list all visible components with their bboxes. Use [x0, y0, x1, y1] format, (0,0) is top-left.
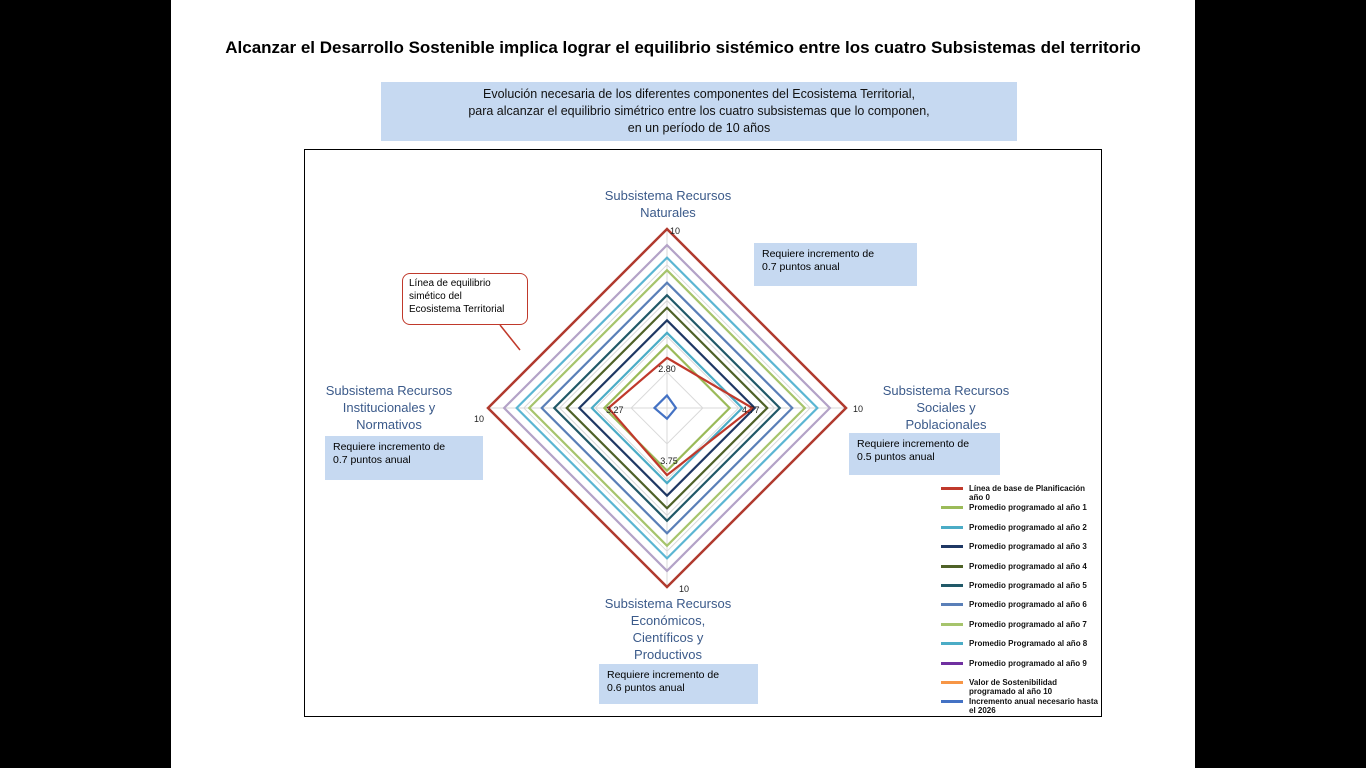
legend-swatch [941, 545, 963, 549]
legend-label: Promedio programado al año 1 [969, 503, 1087, 513]
legend-item: Promedio programado al año 3 [941, 542, 1101, 561]
series-polygon [590, 331, 744, 485]
axis-tick-label: 10 [853, 404, 863, 414]
axis-tick-label: 3.27 [606, 405, 624, 415]
legend-swatch [941, 642, 963, 646]
legend-swatch [941, 622, 963, 626]
series-polygon [540, 281, 794, 535]
equilibrium-callout: Línea de equilibrio simético del Ecosist… [402, 273, 528, 325]
legend-item: Incremento anual necesario hasta el 2026 [941, 697, 1101, 716]
legend-swatch [941, 680, 963, 684]
legend-label: Línea de base de Planificación año 0 [969, 484, 1086, 502]
legend-item: Valor de Sostenibilidad programado al añ… [941, 678, 1101, 697]
legend-label: Promedio Programado al año 8 [969, 639, 1088, 649]
axis-title-economicos: Subsistema Recursos Económicos, Científi… [604, 596, 732, 662]
legend-item: Promedio programado al año 1 [941, 503, 1101, 522]
legend-swatch [941, 525, 963, 529]
legend-swatch [941, 700, 963, 704]
legend-item: Promedio programado al año 6 [941, 600, 1101, 619]
legend-item: Promedio programado al año 9 [941, 659, 1101, 678]
series-polygon [527, 268, 807, 548]
legend-swatch [941, 583, 963, 587]
note-economicos: Requiere incremento de 0.6 puntos anual [599, 664, 758, 704]
axis-title-sociales: Subsistema Recursos Sociales y Poblacion… [882, 383, 1010, 432]
legend-swatch [941, 506, 963, 510]
legend-swatch [941, 564, 963, 568]
callout-pointer [499, 324, 521, 351]
legend-label: Valor de Sostenibilidad programado al añ… [969, 677, 1058, 696]
legend-item: Promedio Programado al año 8 [941, 639, 1101, 658]
legend-label: Promedio programado al año 3 [969, 542, 1087, 552]
series-polygon [486, 227, 848, 589]
subtitle-line: en un período de 10 años [627, 121, 771, 135]
radar-chart: 10 10 10 10 2.80 4.77 3.75 3.27 [474, 226, 863, 594]
legend-label: Promedio programado al año 7 [969, 619, 1087, 629]
legend-swatch [941, 487, 963, 490]
axis-tick-label: 10 [474, 414, 484, 424]
note-institucionales: Requiere incremento de 0.7 puntos anual [325, 436, 483, 480]
axis-tick-label: 2.80 [658, 364, 676, 374]
series-polygon [652, 393, 678, 421]
axis-tick-label: 10 [670, 226, 680, 236]
legend-item: Línea de base de Planificación año 0 [941, 484, 1101, 503]
slide-title: Alcanzar el Desarrollo Sostenible implic… [225, 38, 1141, 57]
chart-frame: 10 10 10 10 2.80 4.77 3.75 3.27 Subsistema Recu… [304, 149, 1102, 717]
legend-label: Promedio programado al año 2 [969, 522, 1087, 532]
subtitle-box: Evolución necesaria de los diferentes co… [381, 82, 1017, 141]
legend-swatch [941, 603, 963, 607]
series-polygon [565, 306, 769, 510]
series-polygon [602, 343, 732, 473]
series-polygon [515, 256, 819, 560]
series-polygon [577, 318, 757, 498]
axis-title-institucionales: Subsistema Recursos Institucionales y No… [325, 383, 453, 432]
series-polygon [552, 293, 782, 523]
series-polygon [606, 356, 755, 477]
series-polygon [502, 243, 832, 573]
axis-tick-label: 10 [679, 584, 689, 594]
legend-label: Incremento anual necesario hasta el 2026 [969, 697, 1098, 716]
legend-item: Promedio programado al año 2 [941, 523, 1101, 542]
note-sociales: Requiere incremento de 0.5 puntos anual [849, 433, 1000, 475]
slide: Alcanzar el Desarrollo Sostenible implic… [171, 0, 1195, 768]
legend-label: Promedio programado al año 5 [969, 580, 1087, 590]
legend-swatch [941, 661, 963, 665]
note-naturales: Requiere incremento de 0.7 puntos anual [754, 243, 917, 286]
axis-title-naturales: Subsistema Recursos Naturales [604, 188, 732, 220]
subtitle-line: para alcanzar el equilibrio simétrico en… [468, 104, 930, 118]
subtitle-line: Evolución necesaria de los diferentes co… [483, 87, 915, 101]
legend-item: Promedio programado al año 5 [941, 581, 1101, 600]
axis-tick-label: 3.75 [660, 456, 678, 466]
legend-label: Promedio programado al año 6 [969, 600, 1087, 610]
legend-item: Promedio programado al año 4 [941, 562, 1101, 581]
axis-tick-label: 4.77 [742, 405, 760, 415]
legend-item: Promedio programado al año 7 [941, 620, 1101, 639]
legend-label: Promedio programado al año 4 [969, 561, 1087, 571]
legend-label: Promedio programado al año 9 [969, 658, 1087, 668]
